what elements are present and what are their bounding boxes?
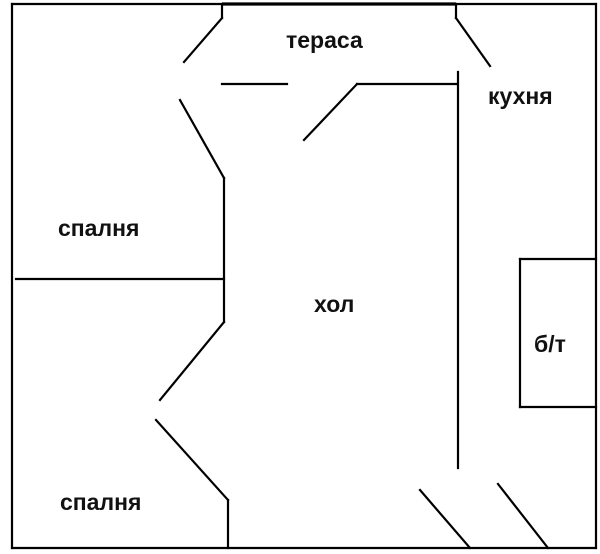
bottom-door-right-diagonal bbox=[496, 482, 550, 550]
outer-walls bbox=[10, 2, 598, 550]
terrace-walls bbox=[182, 2, 492, 142]
terrace-door-right-diagonal bbox=[454, 16, 492, 68]
bedroom-2-door-lower-diagonal bbox=[154, 418, 230, 502]
room-label-terrace: тераса bbox=[286, 27, 363, 53]
bathroom-walls bbox=[518, 257, 598, 409]
bedroom-1-door-diagonal bbox=[178, 98, 226, 180]
room-label-bedroom-2: спалня bbox=[60, 489, 141, 515]
terrace-door-bottom-diagonal bbox=[302, 82, 359, 142]
terrace-door-left-diagonal bbox=[182, 16, 224, 64]
bedroom-2-door-upper-diagonal bbox=[158, 320, 226, 402]
room-label-hall: хол bbox=[314, 291, 354, 317]
room-label-bedroom-1: спалня bbox=[58, 215, 139, 241]
room-label-kitchen: кухня bbox=[488, 83, 553, 109]
bedroom-walls bbox=[14, 98, 230, 550]
bottom-doors bbox=[418, 482, 550, 550]
bottom-door-left-diagonal bbox=[418, 488, 472, 550]
room-label-bathroom: б/т bbox=[534, 331, 566, 357]
